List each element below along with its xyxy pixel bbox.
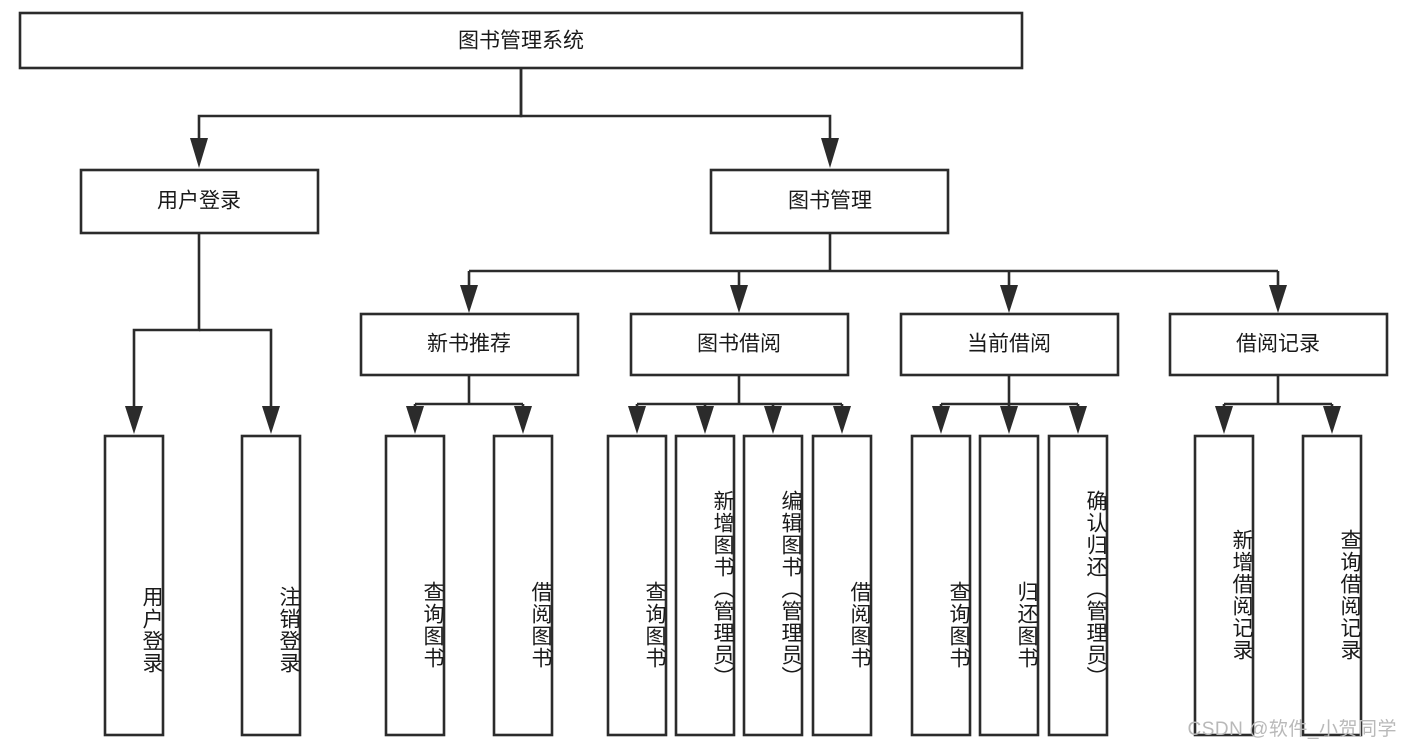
leaf-box-confirm-return-admin[interactable] [1047, 434, 1109, 737]
connector-group-user-login [125, 233, 280, 434]
arrow-bookborrow-leaf3 [764, 406, 782, 434]
node-root-label: 图书管理系统 [458, 30, 584, 53]
node-borrow-records[interactable]: 借阅记录 [1168, 312, 1389, 377]
connector-userlogin-to-leaf2 [199, 328, 273, 406]
arrow-bookmgmt-to-current [1000, 285, 1018, 313]
arrow-bookmgmt-to-borrow [730, 285, 748, 313]
arrow-userlogin-leaf1 [125, 406, 143, 434]
arrow-bookmgmt-to-records [1269, 285, 1287, 313]
connector-root-to-book-mgmt [519, 68, 832, 138]
leaf-box-borrow-books-2[interactable] [811, 434, 873, 737]
connector-root-to-user-login [197, 68, 523, 138]
node-new-book-recommend[interactable]: 新书推荐 [359, 312, 580, 377]
arrow-bookmgmt-to-new-books [460, 285, 478, 313]
node-book-borrow-label: 图书借阅 [697, 333, 781, 356]
node-user-login-box[interactable] [79, 168, 320, 235]
node-user-login-label: 用户登录 [157, 190, 241, 213]
arrow-root-to-user-login [190, 138, 208, 168]
leaf-box-user-login[interactable] [103, 434, 165, 737]
node-current-borrow-box[interactable] [899, 312, 1120, 377]
arrow-current-leaf1 [932, 406, 950, 434]
leaf-box-query-borrow-record[interactable] [1301, 434, 1363, 737]
leaf-boxes [103, 434, 1363, 737]
node-current-borrow-label: 当前借阅 [967, 333, 1051, 356]
arrow-current-leaf3 [1069, 406, 1087, 434]
leaf-box-add-borrow-record[interactable] [1193, 434, 1255, 737]
node-new-book-recommend-label: 新书推荐 [427, 333, 511, 356]
connector-group-book-borrow [628, 375, 851, 434]
leaf-box-return-books[interactable] [978, 434, 1040, 737]
node-current-borrow[interactable]: 当前借阅 [899, 312, 1120, 377]
arrow-userlogin-leaf2 [262, 406, 280, 434]
arrow-records-leaf1 [1215, 406, 1233, 434]
leaf-box-borrow-books-1[interactable] [492, 434, 554, 737]
arrow-newbooks-leaf2 [514, 406, 532, 434]
connector-group-root [190, 68, 839, 168]
node-book-management-box[interactable] [709, 168, 950, 235]
node-root-box[interactable] [18, 11, 1024, 70]
watermark-text: CSDN @软件_小贺同学 [1187, 719, 1397, 740]
leaf-box-logout[interactable] [240, 434, 302, 737]
leaf-box-add-book-admin[interactable] [674, 434, 736, 737]
leaf-box-query-books-2[interactable] [606, 434, 668, 737]
node-user-login[interactable]: 用户登录 [79, 168, 320, 235]
connector-group-book-mgmt [460, 233, 1287, 313]
arrow-bookborrow-leaf1 [628, 406, 646, 434]
leaf-box-edit-book-admin[interactable] [742, 434, 804, 737]
connector-group-new-books [406, 375, 532, 434]
arrow-bookborrow-leaf4 [833, 406, 851, 434]
node-borrow-records-label: 借阅记录 [1236, 333, 1320, 356]
node-book-borrow-box[interactable] [629, 312, 850, 377]
arrow-current-leaf2 [1000, 406, 1018, 434]
leaf-box-query-books-1[interactable] [384, 434, 446, 737]
node-book-borrow[interactable]: 图书借阅 [629, 312, 850, 377]
leaf-box-query-books-3[interactable] [910, 434, 972, 737]
node-borrow-records-box[interactable] [1168, 312, 1389, 377]
arrow-records-leaf2 [1323, 406, 1341, 434]
arrow-newbooks-leaf1 [406, 406, 424, 434]
arrow-bookborrow-leaf2 [696, 406, 714, 434]
connector-userlogin-to-leaf1 [132, 233, 201, 406]
node-book-management[interactable]: 图书管理 [709, 168, 950, 235]
node-book-management-label: 图书管理 [788, 190, 872, 213]
connector-group-borrow-records [1215, 375, 1341, 434]
connector-group-current-borrow [932, 375, 1087, 434]
arrow-root-to-book-mgmt [821, 138, 839, 168]
node-root[interactable]: 图书管理系统 [18, 11, 1024, 70]
node-new-book-recommend-box[interactable] [359, 312, 580, 377]
